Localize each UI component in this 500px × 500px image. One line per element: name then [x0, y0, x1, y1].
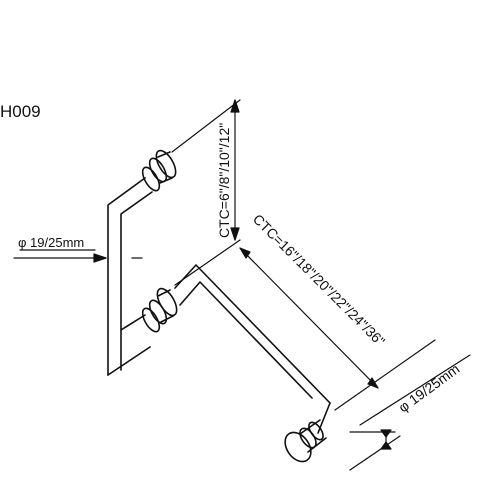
- mounting-plane-lines: [131, 99, 241, 286]
- horizontal-ctc-dimension-line: [239, 247, 436, 411]
- model-code-label: H009: [0, 102, 41, 121]
- left-diameter-label: φ 19/25mm: [18, 235, 84, 250]
- upper-standoff-mount: [141, 149, 177, 192]
- middle-standoff-mount: [141, 287, 178, 333]
- right-diameter-label: φ 19/25mm: [395, 361, 462, 416]
- left-diameter-leader: [13, 249, 107, 263]
- vertical-ctc-label: CTC=6"/8"/10"/12": [216, 123, 232, 238]
- vertical-ctc-dimension-line: [230, 99, 240, 241]
- right-diameter-dimension: [349, 354, 471, 471]
- short-handle-bar: [107, 177, 153, 376]
- long-handle-bar: [174, 264, 331, 434]
- lower-standoff-mount: [284, 419, 327, 463]
